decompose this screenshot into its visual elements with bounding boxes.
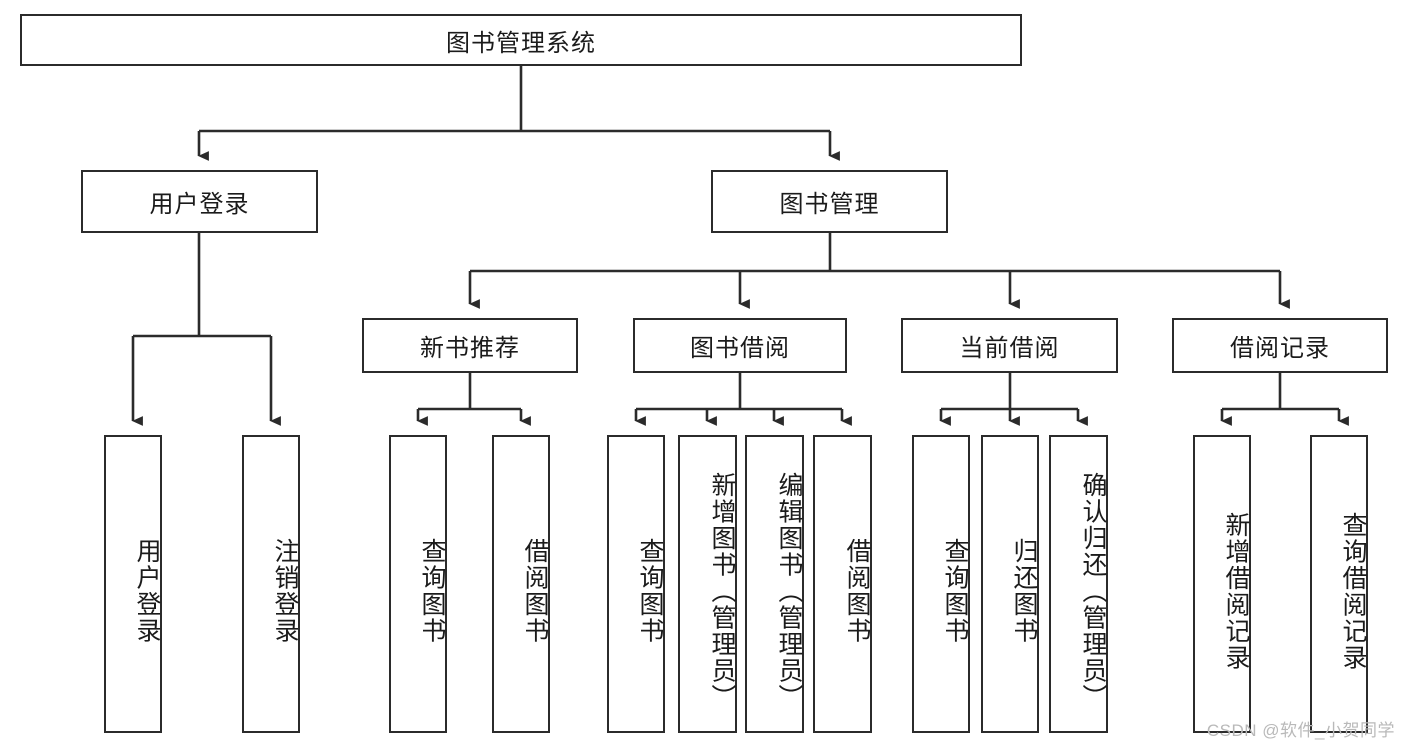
- node-label: 注销登录: [271, 538, 299, 644]
- node-book-management[interactable]: 图书管理: [711, 170, 948, 233]
- node-label: 编辑图书（管理员）: [775, 471, 803, 711]
- node-label: 用户登录: [149, 191, 250, 218]
- leaf-book-borrow-query-book[interactable]: 查询图书: [607, 435, 665, 733]
- node-label: 借阅图书: [843, 538, 871, 644]
- node-label: 查询图书: [636, 538, 664, 644]
- node-current-borrow[interactable]: 当前借阅: [901, 318, 1118, 373]
- node-label: 用户登录: [133, 538, 161, 644]
- node-label: 借阅图书: [521, 538, 549, 644]
- leaf-book-borrow-borrow-book[interactable]: 借阅图书: [813, 435, 872, 733]
- watermark-text: CSDN @软件_小贺同学: [1206, 721, 1395, 740]
- leaf-current-borrow-confirm-return-admin[interactable]: 确认归还（管理员）: [1049, 435, 1108, 733]
- leaf-book-borrow-edit-book-admin[interactable]: 编辑图书（管理员）: [745, 435, 804, 733]
- node-label: 图书管理: [779, 191, 880, 218]
- node-borrow-record[interactable]: 借阅记录: [1172, 318, 1388, 373]
- leaf-user-login-login[interactable]: 用户登录: [104, 435, 162, 733]
- leaf-current-borrow-return-book[interactable]: 归还图书: [981, 435, 1039, 733]
- node-user-login[interactable]: 用户登录: [81, 170, 318, 233]
- node-label: 查询图书: [418, 538, 446, 644]
- node-label: 查询图书: [941, 538, 969, 644]
- node-new-book-recommend[interactable]: 新书推荐: [362, 318, 578, 373]
- node-root-book-management-system[interactable]: 图书管理系统: [20, 14, 1022, 66]
- node-label: 新书推荐: [420, 335, 520, 362]
- node-book-borrow[interactable]: 图书借阅: [633, 318, 847, 373]
- node-label: 借阅记录: [1230, 335, 1330, 362]
- node-label: 归还图书: [1010, 538, 1038, 644]
- leaf-new-book-borrow-book[interactable]: 借阅图书: [492, 435, 550, 733]
- node-label: 图书借阅: [690, 335, 790, 362]
- leaf-book-borrow-add-book-admin[interactable]: 新增图书（管理员）: [678, 435, 737, 733]
- node-label: 图书管理系统: [446, 29, 596, 57]
- leaf-current-borrow-query-book[interactable]: 查询图书: [912, 435, 970, 733]
- node-label: 确认归还（管理员）: [1079, 471, 1107, 711]
- leaf-borrow-record-query-record[interactable]: 查询借阅记录: [1310, 435, 1368, 733]
- node-label: 新增借阅记录: [1222, 511, 1250, 671]
- leaf-new-book-query-book[interactable]: 查询图书: [389, 435, 447, 733]
- node-label: 当前借阅: [959, 335, 1060, 362]
- node-label: 查询借阅记录: [1339, 511, 1367, 671]
- leaf-user-login-logout[interactable]: 注销登录: [242, 435, 300, 733]
- node-label: 新增图书（管理员）: [708, 471, 736, 711]
- leaf-borrow-record-add-record[interactable]: 新增借阅记录: [1193, 435, 1251, 733]
